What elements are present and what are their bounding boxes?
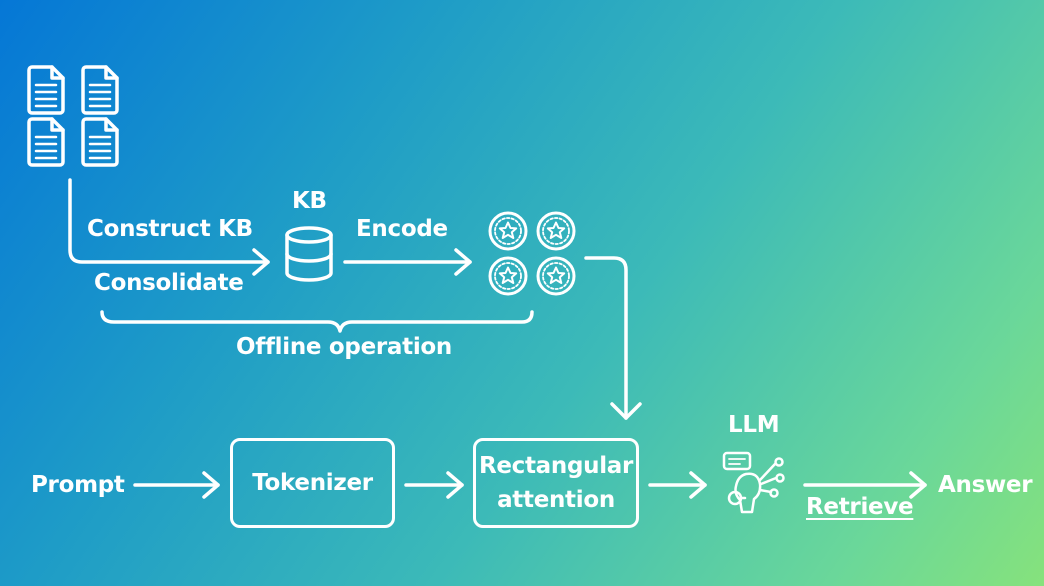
offline-operation-label: Offline operation xyxy=(236,334,452,360)
neural-network-icon xyxy=(722,451,785,514)
tokenizer-label: Tokenizer xyxy=(252,469,373,496)
tokenizer-box: Tokenizer xyxy=(230,438,395,528)
construct-kb-label: Construct KB xyxy=(87,216,253,242)
llm-label: LLM xyxy=(728,412,780,438)
tokenizer-arrow xyxy=(404,471,464,499)
answer-arrow xyxy=(803,471,927,499)
document-icon xyxy=(27,117,65,167)
document-icon xyxy=(81,65,119,115)
kb-label: KB xyxy=(292,188,327,214)
prompt-arrow xyxy=(133,471,220,499)
database-icon xyxy=(285,226,333,282)
document-icon xyxy=(81,117,119,167)
star-badge-icon xyxy=(536,211,576,251)
encoded-tokens-group xyxy=(488,211,576,296)
star-badge-icon xyxy=(488,211,528,251)
rectangular-attention-line1: Rectangular xyxy=(478,452,634,479)
prompt-label: Prompt xyxy=(31,472,125,498)
offline-brace xyxy=(100,310,534,333)
rectangular-attention-box: Rectangular attention xyxy=(473,438,639,528)
consolidate-label: Consolidate xyxy=(94,270,244,296)
encode-label: Encode xyxy=(356,216,448,242)
encode-arrow xyxy=(343,248,472,276)
rectangular-attention-line2: attention xyxy=(497,487,615,513)
document-icon xyxy=(27,65,65,115)
documents-group xyxy=(27,65,119,167)
answer-label: Answer xyxy=(938,472,1033,498)
kb-to-attention-arrow xyxy=(584,256,642,420)
construct-kb-arrow xyxy=(68,178,270,276)
star-badge-icon xyxy=(536,256,576,296)
retrieve-label: Retrieve xyxy=(806,494,914,520)
attention-arrow xyxy=(648,471,707,499)
star-badge-icon xyxy=(488,256,528,296)
